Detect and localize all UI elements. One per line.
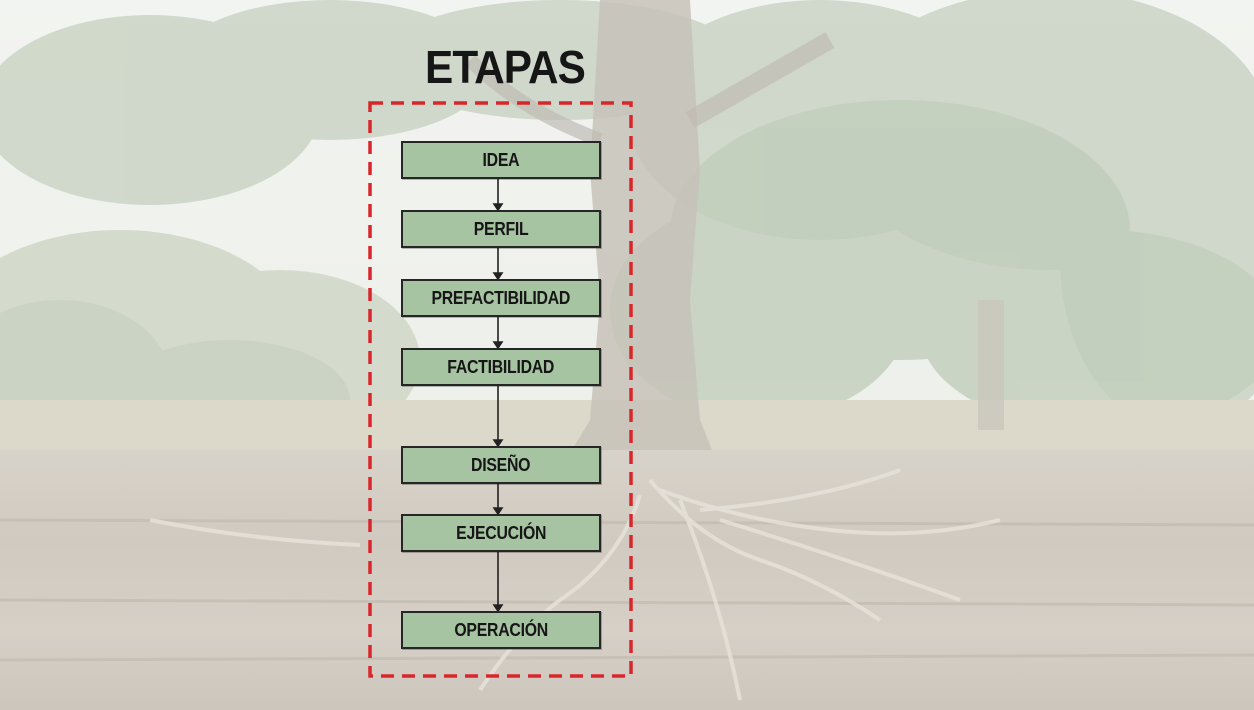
stage-factibilidad: FACTIBILIDAD xyxy=(401,348,601,386)
stage-label: DISEÑO xyxy=(471,454,531,475)
stage-label: IDEA xyxy=(482,149,520,170)
connector-arrowhead xyxy=(492,341,504,350)
stage-diseno: DISEÑO xyxy=(401,446,601,484)
stage-label: PREFACTIBILIDAD xyxy=(431,287,571,308)
stage-operacion: OPERACIÓN xyxy=(401,611,601,649)
connector-arrowhead xyxy=(492,439,504,448)
stages-frame xyxy=(368,101,633,678)
stage-perfil: PERFIL xyxy=(401,210,601,248)
stage-label: OPERACIÓN xyxy=(454,619,548,640)
connector-arrowhead xyxy=(492,272,504,281)
diagram-title: ETAPAS xyxy=(425,41,586,93)
connector-arrowhead xyxy=(492,203,504,212)
stage-idea: IDEA xyxy=(401,141,601,179)
stage-ejecucion: EJECUCIÓN xyxy=(401,514,601,552)
stage-label: FACTIBILIDAD xyxy=(447,356,555,377)
stage-label: PERFIL xyxy=(473,218,529,239)
connector-arrowhead xyxy=(492,604,504,613)
stage-prefactibilidad: PREFACTIBILIDAD xyxy=(401,279,601,317)
stage-label: EJECUCIÓN xyxy=(455,522,547,543)
connector-arrowhead xyxy=(492,507,504,516)
